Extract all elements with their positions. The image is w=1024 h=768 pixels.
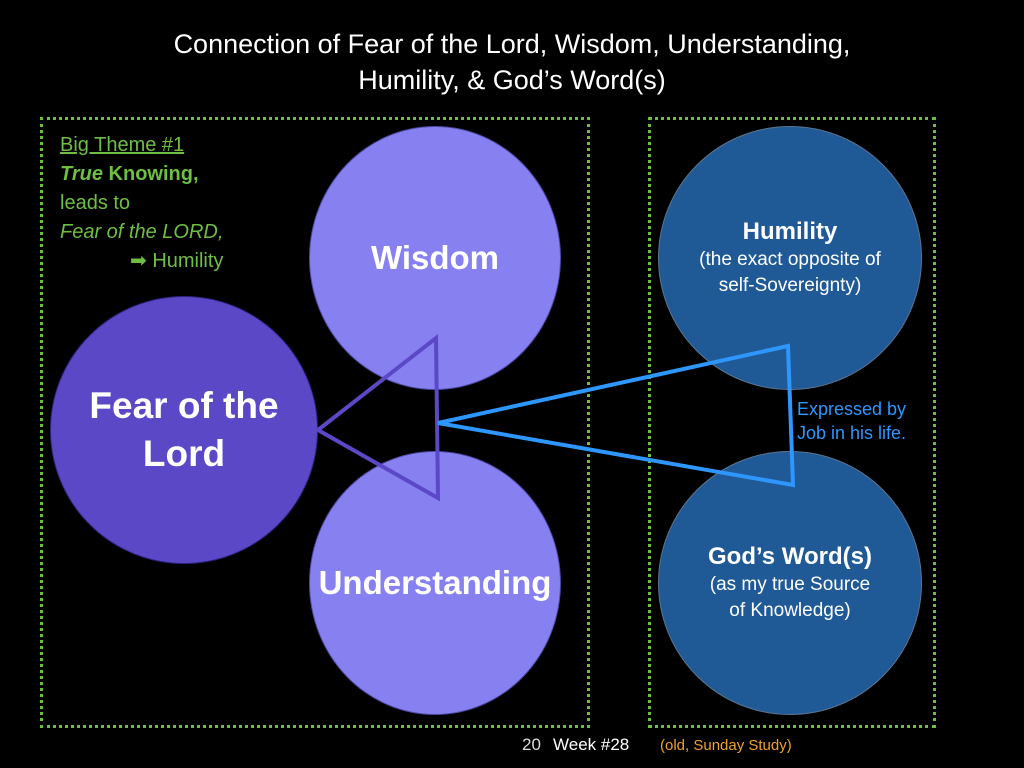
theme-heading: Big Theme #1 <box>60 134 185 156</box>
fear-label-line-2: Lord <box>142 433 226 474</box>
gods-word-sub-1: (as my true Source <box>709 574 871 595</box>
wisdom-label: Wisdom <box>370 239 500 276</box>
theme-fear-of-lord: Fear of the LORD, <box>60 221 224 243</box>
humility-sub-1: (the exact opposite of <box>699 249 881 270</box>
wisdom-circle: Wisdom <box>309 126 561 390</box>
expressed-line-1: Expressed by <box>797 399 907 419</box>
gods-word-title: God’s Word(s) <box>708 543 872 570</box>
blue-triangle <box>437 343 796 488</box>
left-dotted-frame <box>40 117 590 728</box>
fear-of-lord-circle: Fear of the Lord <box>50 296 318 564</box>
theme-humility-text: Humility <box>146 250 224 272</box>
expressed-annotation: Expressed by Job in his life. <box>797 397 906 445</box>
theme-humility: ➡ Humility <box>60 247 223 276</box>
fear-label-line-1: Fear of the <box>89 385 279 426</box>
gods-word-sub-2: of Knowledge) <box>729 600 851 621</box>
right-arrow-icon: ➡ <box>130 250 147 272</box>
gods-word-circle: God’s Word(s) (as my true Source of Know… <box>658 451 922 715</box>
understanding-label: Understanding <box>318 564 552 601</box>
expressed-line-2: Job in his life. <box>797 423 907 443</box>
humility-title: Humility <box>742 218 838 245</box>
theme-knowing: True Knowing, <box>60 160 223 189</box>
theme-knowing-text: Knowing, <box>102 163 199 185</box>
slide-title: Connection of Fear of the Lord, Wisdom, … <box>0 26 1024 98</box>
humility-circle: Humility (the exact opposite of self-Sov… <box>658 126 922 390</box>
humility-sub-2: self-Sovereignty) <box>718 275 862 296</box>
purple-triangle <box>314 333 441 502</box>
week-label: Week #28 <box>553 735 630 754</box>
page-number: 20 <box>522 735 541 754</box>
title-line-1: Connection of Fear of the Lord, Wisdom, … <box>173 29 851 59</box>
theme-leads-to: leads to <box>60 192 131 214</box>
footer-note: (old, Sunday Study) <box>660 737 792 754</box>
theme-box: Big Theme #1 True Knowing, leads to Fear… <box>60 131 223 276</box>
theme-true: True <box>60 163 103 185</box>
title-line-2: Humility, & God’s Word(s) <box>358 65 666 95</box>
right-dotted-frame <box>648 117 936 728</box>
